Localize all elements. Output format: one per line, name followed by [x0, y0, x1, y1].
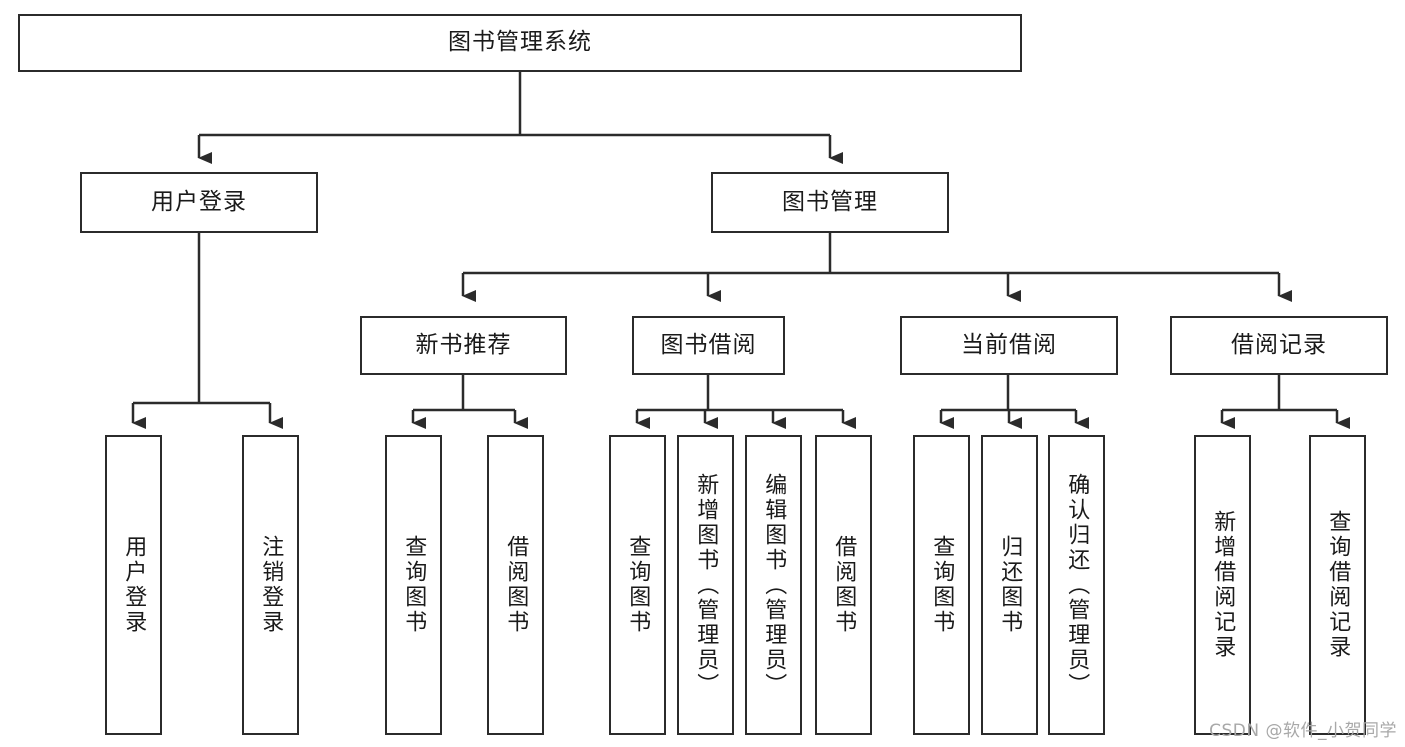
node-leaf-return-book[interactable]: 归还图书	[981, 435, 1038, 735]
node-leaf-edit-book-label: 编辑图书（管理员）	[761, 472, 787, 698]
node-leaf-query-book-2[interactable]: 查询图书	[609, 435, 666, 735]
node-user-login-label: 用户登录	[151, 188, 247, 215]
node-leaf-query-book-3[interactable]: 查询图书	[913, 435, 970, 735]
node-leaf-confirm-return-label: 确认归还（管理员）	[1064, 472, 1090, 698]
node-leaf-query-book-3-label: 查询图书	[929, 535, 955, 635]
node-borrow-record[interactable]: 借阅记录	[1170, 316, 1388, 375]
node-leaf-add-record-label: 新增借阅记录	[1210, 510, 1236, 660]
node-leaf-borrow-book-1-label: 借阅图书	[503, 535, 529, 635]
node-leaf-user-login-label: 用户登录	[121, 535, 147, 635]
node-user-login[interactable]: 用户登录	[80, 172, 318, 233]
node-current-borrow-label: 当前借阅	[961, 331, 1057, 358]
node-leaf-borrow-book-1[interactable]: 借阅图书	[487, 435, 544, 735]
node-root[interactable]: 图书管理系统	[18, 14, 1022, 72]
watermark-text: CSDN @软件_小贺同学	[1209, 721, 1397, 741]
node-leaf-add-book[interactable]: 新增图书（管理员）	[677, 435, 734, 735]
node-book-borrow-label: 图书借阅	[660, 331, 757, 358]
node-borrow-record-label: 借阅记录	[1231, 331, 1327, 358]
node-leaf-query-book-1[interactable]: 查询图书	[385, 435, 442, 735]
node-new-book-rec-label: 新书推荐	[415, 331, 512, 358]
node-leaf-confirm-return[interactable]: 确认归还（管理员）	[1048, 435, 1105, 735]
node-leaf-query-book-1-label: 查询图书	[401, 535, 427, 635]
node-leaf-user-logout[interactable]: 注销登录	[242, 435, 299, 735]
node-leaf-edit-book[interactable]: 编辑图书（管理员）	[745, 435, 802, 735]
node-leaf-query-record[interactable]: 查询借阅记录	[1309, 435, 1366, 735]
node-root-label: 图书管理系统	[448, 29, 592, 56]
node-current-borrow[interactable]: 当前借阅	[900, 316, 1118, 375]
node-book-manage-label: 图书管理	[782, 188, 878, 215]
node-book-manage[interactable]: 图书管理	[711, 172, 949, 233]
node-leaf-query-book-2-label: 查询图书	[625, 535, 651, 635]
node-leaf-query-record-label: 查询借阅记录	[1325, 510, 1351, 660]
node-leaf-user-login[interactable]: 用户登录	[105, 435, 162, 735]
node-leaf-add-book-label: 新增图书（管理员）	[693, 472, 719, 698]
node-leaf-borrow-book-2[interactable]: 借阅图书	[815, 435, 872, 735]
node-leaf-return-book-label: 归还图书	[997, 535, 1023, 635]
node-leaf-user-logout-label: 注销登录	[258, 535, 284, 635]
node-book-borrow[interactable]: 图书借阅	[632, 316, 785, 375]
node-new-book-rec[interactable]: 新书推荐	[360, 316, 567, 375]
node-leaf-add-record[interactable]: 新增借阅记录	[1194, 435, 1251, 735]
node-leaf-borrow-book-2-label: 借阅图书	[831, 535, 857, 635]
